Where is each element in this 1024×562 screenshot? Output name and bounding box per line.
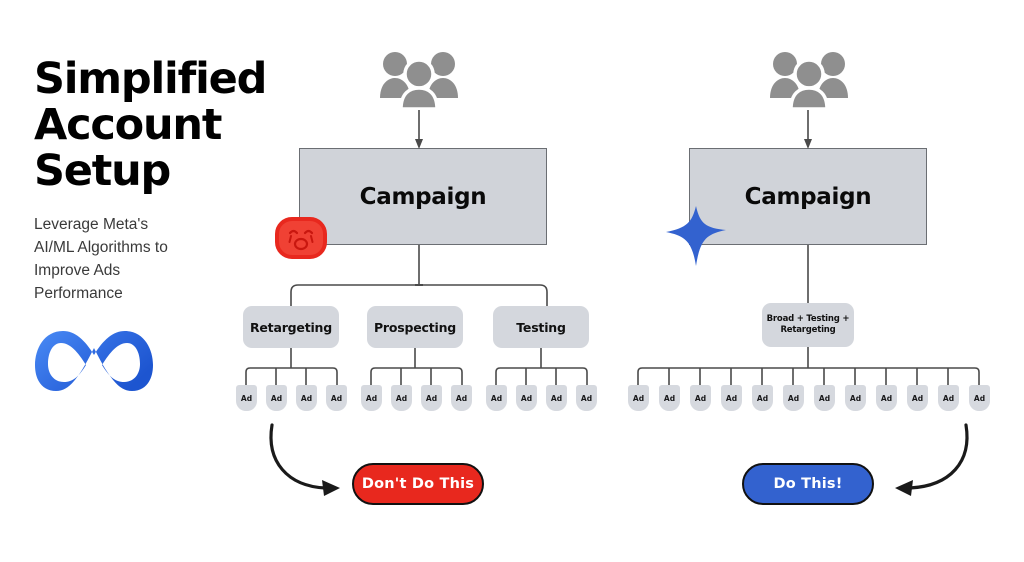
arrow-head-right — [322, 480, 340, 496]
adset-box-retargeting[interactable]: Retargeting — [243, 306, 339, 348]
adset-label: Retargeting — [249, 319, 332, 335]
ad-label: Ad — [425, 393, 438, 403]
sad-face-badge — [274, 217, 328, 259]
ad-box[interactable]: Ad — [516, 385, 537, 411]
ad-box[interactable]: Ad — [236, 385, 257, 411]
adset-box-prospecting[interactable]: Prospecting — [367, 306, 463, 348]
adset-box-testing[interactable]: Testing — [493, 306, 589, 348]
ad-label: Ad — [632, 393, 645, 403]
page-subtitle: Leverage Meta's AI/ML Algorithms to Impr… — [34, 216, 168, 302]
ad-label: Ad — [663, 393, 676, 403]
ad-label: Ad — [694, 393, 707, 403]
ad-box[interactable]: Ad — [907, 385, 928, 411]
ad-label: Ad — [911, 393, 924, 403]
ad-label: Ad — [580, 393, 593, 403]
meta-infinity-logo — [32, 325, 157, 397]
ad-box[interactable]: Ad — [546, 385, 567, 411]
ad-box[interactable]: Ad — [326, 385, 347, 411]
dont-do-this-button[interactable]: Don't Do This — [352, 463, 484, 505]
do-this-label: Do This! — [773, 476, 843, 492]
arrow-head-left — [895, 480, 913, 496]
ad-label: Ad — [520, 393, 533, 403]
ad-box[interactable]: Ad — [876, 385, 897, 411]
adset-label: Prospecting — [373, 319, 457, 335]
ad-box[interactable]: Ad — [361, 385, 382, 411]
ad-label: Ad — [490, 393, 503, 403]
ad-label: Ad — [880, 393, 893, 403]
ad-box[interactable]: Ad — [845, 385, 866, 411]
curved-arrow-right — [269, 423, 327, 490]
ad-box[interactable]: Ad — [576, 385, 597, 411]
ad-label: Ad — [300, 393, 313, 403]
ad-box[interactable]: Ad — [421, 385, 442, 411]
ad-label: Ad — [270, 393, 283, 403]
ad-label: Ad — [973, 393, 986, 403]
do-this-button[interactable]: Do This! — [742, 463, 874, 505]
campaign-box-left[interactable]: Campaign — [299, 148, 547, 245]
campaign-label: Campaign — [359, 183, 487, 210]
ad-box[interactable]: Ad — [814, 385, 835, 411]
ad-box[interactable]: Ad — [266, 385, 287, 411]
campaign-box-right[interactable]: Campaign — [689, 148, 927, 245]
ad-box[interactable]: Ad — [783, 385, 804, 411]
ad-box[interactable]: Ad — [752, 385, 773, 411]
ad-box[interactable]: Ad — [938, 385, 959, 411]
ad-label: Ad — [550, 393, 563, 403]
ad-box[interactable]: Ad — [721, 385, 742, 411]
star-badge — [662, 204, 730, 268]
curved-arrow-left — [908, 423, 969, 490]
ad-box[interactable]: Ad — [296, 385, 317, 411]
ad-box[interactable]: Ad — [451, 385, 472, 411]
ad-label: Ad — [455, 393, 468, 403]
page-title: Simplified Account Setup — [34, 54, 267, 196]
ad-label: Ad — [395, 393, 408, 403]
people-group-icon — [768, 48, 850, 115]
ad-label: Ad — [725, 393, 738, 403]
people-group-icon — [378, 48, 460, 115]
ad-label: Ad — [787, 393, 800, 403]
ad-label: Ad — [330, 393, 343, 403]
ad-label: Ad — [942, 393, 955, 403]
ad-label: Ad — [818, 393, 831, 403]
adset-label: Broad + Testing + Retargeting — [766, 314, 850, 335]
ad-label: Ad — [849, 393, 862, 403]
ad-label: Ad — [365, 393, 378, 403]
campaign-label: Campaign — [744, 183, 872, 210]
ad-label: Ad — [240, 393, 253, 403]
ad-box[interactable]: Ad — [659, 385, 680, 411]
ad-box[interactable]: Ad — [628, 385, 649, 411]
ad-box[interactable]: Ad — [486, 385, 507, 411]
ad-label: Ad — [756, 393, 769, 403]
adset-label: Testing — [516, 319, 566, 335]
dont-do-this-label: Don't Do This — [361, 476, 475, 492]
ad-box[interactable]: Ad — [969, 385, 990, 411]
ad-box[interactable]: Ad — [391, 385, 412, 411]
adset-box-broad-testing-retargeting[interactable]: Broad + Testing + Retargeting — [762, 303, 854, 347]
ad-box[interactable]: Ad — [690, 385, 711, 411]
title-block: Simplified Account Setup — [34, 56, 284, 194]
